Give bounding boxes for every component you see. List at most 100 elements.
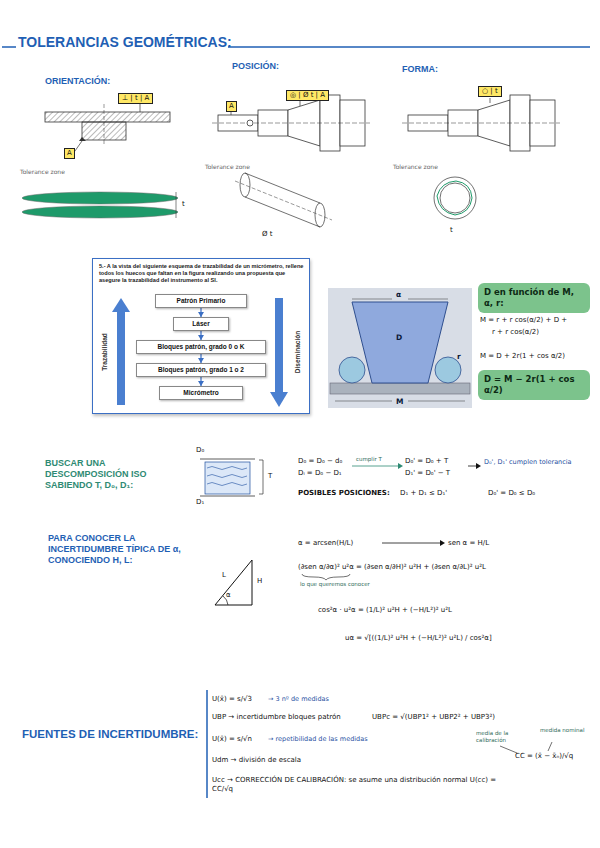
form-drawing-part xyxy=(490,98,491,103)
text-label: Tolerance zone xyxy=(393,163,438,170)
text-label: A xyxy=(64,148,75,159)
text-label: M = D + 2r(1 + cos α/2) xyxy=(480,352,565,361)
text-label: α xyxy=(226,591,231,600)
position-drawing xyxy=(212,95,370,227)
dovetail-drawing-part xyxy=(408,299,448,300)
text-label: r xyxy=(457,352,461,361)
text-label: α xyxy=(396,290,401,299)
orientation-drawing-part xyxy=(104,104,105,146)
orientation-drawing-part xyxy=(45,112,170,122)
orientation-drawing-part xyxy=(22,192,178,204)
text-label: (∂sen α/∂α)² u²α = (∂sen α/∂H)² u²H + (∂… xyxy=(298,563,486,572)
text-label: CC = (x̄ − x̄ₙ)/√q xyxy=(515,752,573,761)
iso-sketch-part xyxy=(200,459,255,460)
text-label: D₀ xyxy=(196,446,204,455)
sources-bracket-part xyxy=(548,742,552,751)
title-rule-part xyxy=(228,46,590,48)
triangle-sketch xyxy=(215,540,445,605)
text-label: sen α = H/L xyxy=(448,539,489,548)
position-drawing-part xyxy=(300,101,301,106)
iso-sketch-part xyxy=(352,466,398,467)
process-box: Micrómetro xyxy=(159,386,243,400)
node-text: 5.- A la vista del siguiente esquema de … xyxy=(99,263,305,283)
text-label: Ø t xyxy=(262,230,272,239)
text-label: media de la calibración xyxy=(476,730,531,744)
text-label: T xyxy=(268,472,272,481)
dovetail-drawing-part xyxy=(339,357,365,383)
text-label: ORIENTACIÓN: xyxy=(45,76,110,86)
orientation-drawing-part xyxy=(22,206,178,218)
traceability-arrows-part xyxy=(117,310,125,405)
text-label: D₁ xyxy=(196,498,204,507)
form-drawing-part xyxy=(510,95,530,151)
dovetail-drawing-part xyxy=(330,383,470,394)
iso-sketch-part xyxy=(207,467,247,486)
flow-arrow xyxy=(198,308,204,317)
text-label: → repetibilidad de las medidas xyxy=(268,735,368,743)
text-label: D₀' = D₀ ≤ D₀ xyxy=(488,489,535,498)
form-drawing-part xyxy=(440,183,470,213)
form-drawing-part xyxy=(402,123,560,124)
text-label: POSIBLES POSICIONES: xyxy=(298,489,390,497)
text-label: Diseminación xyxy=(294,331,301,373)
text-label: U(x̄) = s/√n xyxy=(212,735,252,744)
title-rule-part xyxy=(2,46,16,48)
iso-sketch-part xyxy=(476,463,481,469)
process-box: Láser xyxy=(173,317,229,331)
sources-bracket-part xyxy=(206,690,208,798)
sources-bracket-part xyxy=(500,746,517,753)
form-drawing-part xyxy=(434,177,476,219)
text-label: M xyxy=(396,397,403,406)
dovetail-drawing-part xyxy=(408,401,465,402)
dovetail-drawing-part xyxy=(328,288,472,408)
text-label: FUENTES DE INCERTIDUMBRE: xyxy=(22,728,198,740)
position-drawing-part xyxy=(235,181,332,220)
text-label: Udm → división de escala xyxy=(212,756,301,765)
iso-sketch-part xyxy=(468,466,476,467)
text-label: D₁' = D₀' − T xyxy=(405,469,450,478)
sources-bracket xyxy=(207,690,552,798)
flow-arrow xyxy=(198,331,204,340)
text-label: D xyxy=(396,333,402,342)
orientation-drawing-part xyxy=(79,137,86,141)
text-label: cos²α · u²α = (1/L)² u²H + (−H/L²)² u²L xyxy=(318,606,452,615)
dovetail-drawing-part xyxy=(352,299,392,300)
dovetail-drawing xyxy=(328,288,472,408)
node-text: Micrómetro xyxy=(164,389,238,397)
text-label: A xyxy=(226,101,237,112)
position-drawing-part xyxy=(240,173,250,197)
text-label: BUSCAR UNA DESCOMPOSICIÓN ISO SABIENDO T… xyxy=(45,458,185,491)
text-label: t xyxy=(182,200,185,209)
text-label: UBP → incertidumbre bloques patrón xyxy=(212,713,341,722)
position-drawing-part xyxy=(212,123,370,124)
result-box: D = M − 2r(1 + cos α/2) xyxy=(478,370,590,400)
node-text: Láser xyxy=(178,320,224,328)
position-drawing-part xyxy=(247,120,253,126)
text-label: cumplir T xyxy=(356,456,382,463)
form-drawing xyxy=(402,95,560,219)
text-label: Dᵢ = D₀ − D₁ xyxy=(298,469,342,478)
text-label: UBPc = √(UBP1² + UBP2² + UBP3²) xyxy=(372,713,495,722)
traceability-arrows-part xyxy=(270,392,288,407)
text-label: t xyxy=(450,226,453,235)
orientation-drawing xyxy=(22,104,178,218)
dovetail-drawing-part xyxy=(352,302,448,383)
highlight-box: D en función de M, α, r: xyxy=(478,283,590,313)
text-label: POSICIÓN: xyxy=(232,61,279,71)
position-drawing-part xyxy=(320,95,340,151)
text-label: → 3 nº de medidas xyxy=(268,695,329,703)
text-label: ⊥ | t | A xyxy=(118,93,153,104)
text-label: D₀ = D₀ − d₀ xyxy=(298,457,342,466)
text-label: medida nominal xyxy=(540,727,590,734)
page-title: TOLERANCIAS GEOMÉTRICAS: xyxy=(18,34,232,50)
text-label: Tolerance zone xyxy=(205,163,250,170)
text-label: α = arcsen(H/L) xyxy=(298,539,353,548)
traceability-arrows-part xyxy=(275,298,283,392)
iso-sketch-part xyxy=(200,496,255,497)
flow-arrow xyxy=(198,354,204,363)
text-label: D₀', D₁' cumplen tolerancia xyxy=(484,458,594,466)
position-drawing-part xyxy=(245,197,320,227)
form-drawing-part xyxy=(437,181,472,215)
text-label: Tolerance zone xyxy=(20,168,65,175)
text-label: M = r + r cos(α/2) + D + xyxy=(480,316,567,325)
